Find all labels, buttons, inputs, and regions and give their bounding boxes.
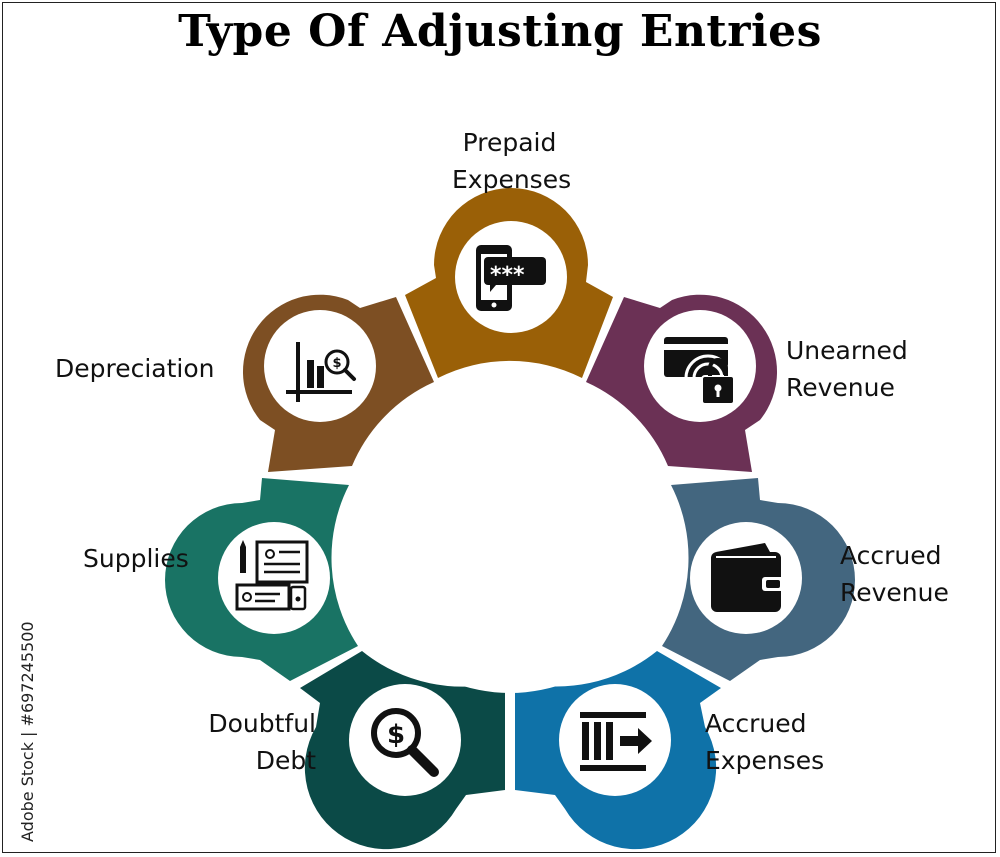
label-line: Doubtful: [208, 709, 316, 738]
label-line: Expenses: [705, 746, 825, 775]
wallet-icon: [711, 543, 784, 612]
label-line: Expenses: [452, 165, 572, 194]
label-line: Debt: [255, 746, 316, 775]
chart-dollar-search-icon: $: [286, 342, 356, 402]
page-title: Type Of Adjusting Entries: [178, 6, 822, 57]
label-depreciation: Depreciation: [55, 350, 215, 387]
phone-password-icon: ***: [476, 245, 546, 311]
label-line: Accrued: [840, 541, 942, 570]
label-accrued-revenue: Accrued Revenue: [840, 537, 949, 611]
stock-watermark-id: Adobe Stock | #697245500: [18, 621, 37, 842]
svg-text:$: $: [387, 720, 405, 750]
label-line: Revenue: [786, 373, 895, 402]
label-line: Depreciation: [55, 354, 215, 383]
label-unearned-revenue: Unearned Revenue: [786, 332, 908, 406]
documents-icon: [235, 540, 309, 611]
label-doubtful-debt: Doubtful Debt: [200, 705, 316, 779]
bars-arrow-icon: [580, 712, 652, 771]
card-lock-icon: [664, 337, 735, 405]
label-accrued-expenses: Accrued Expenses: [705, 705, 824, 779]
label-line: Revenue: [840, 578, 949, 607]
dollar-search-icon: $: [371, 708, 439, 777]
svg-text:***: ***: [490, 263, 525, 288]
label-line: Prepaid: [462, 128, 557, 157]
label-line: Supplies: [83, 544, 189, 573]
label-line: Unearned: [786, 336, 908, 365]
label-prepaid-expenses: Prepaid Expenses: [452, 124, 572, 198]
svg-text:$: $: [332, 356, 341, 371]
label-line: Accrued: [705, 709, 807, 738]
label-supplies: Supplies: [83, 540, 189, 577]
